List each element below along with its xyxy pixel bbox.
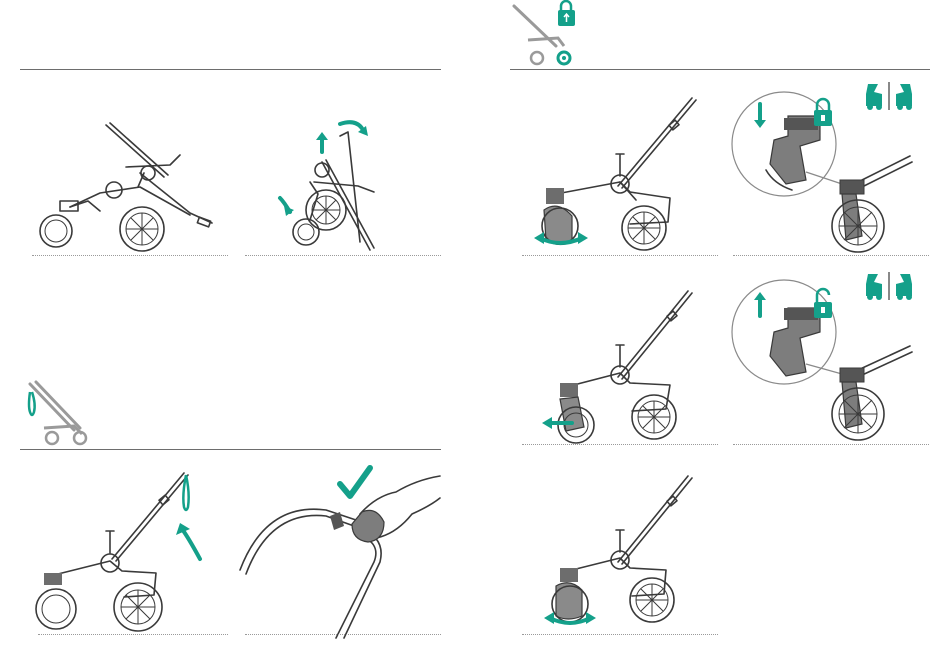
- divider-middle-left: [20, 449, 441, 450]
- rider-facing-icons-unlocked: [860, 270, 920, 302]
- rider-facing-icons-locked: [860, 80, 920, 112]
- section-icon-wrist-strap: [22, 378, 92, 448]
- dotted-divider: [245, 634, 441, 635]
- illustration-stroller-folding-1: [30, 115, 230, 255]
- illustration-stroller-folding-2: [270, 112, 390, 257]
- section-icon-swivel-lock: [508, 0, 578, 66]
- stroller-strap-icon: [22, 378, 92, 448]
- dotted-divider: [733, 444, 929, 445]
- illustration-hand-wearing-strap: [236, 462, 442, 638]
- curved-arrow-up-icon: [182, 529, 200, 559]
- stroller-lock-icon: [508, 0, 578, 66]
- illustration-stroller-with-strap: [30, 465, 230, 635]
- dotted-divider: [733, 255, 929, 256]
- illustration-front-wheel-swivel-free: [520, 470, 720, 635]
- dotted-divider: [38, 634, 228, 635]
- dotted-divider: [245, 255, 441, 256]
- dotted-divider: [522, 255, 718, 256]
- wrist-strap-icon: [29, 392, 35, 415]
- dotted-divider: [522, 634, 718, 635]
- divider-top-right: [510, 69, 930, 70]
- wrist-strap-icon: [183, 475, 188, 510]
- checkmark-icon: [340, 468, 370, 496]
- dotted-divider: [32, 255, 228, 256]
- divider-top-left: [20, 69, 441, 70]
- illustration-front-wheel-swivel-unlock: [520, 285, 720, 450]
- dotted-divider: [522, 444, 718, 445]
- illustration-front-wheel-swivel-locked: [520, 92, 720, 257]
